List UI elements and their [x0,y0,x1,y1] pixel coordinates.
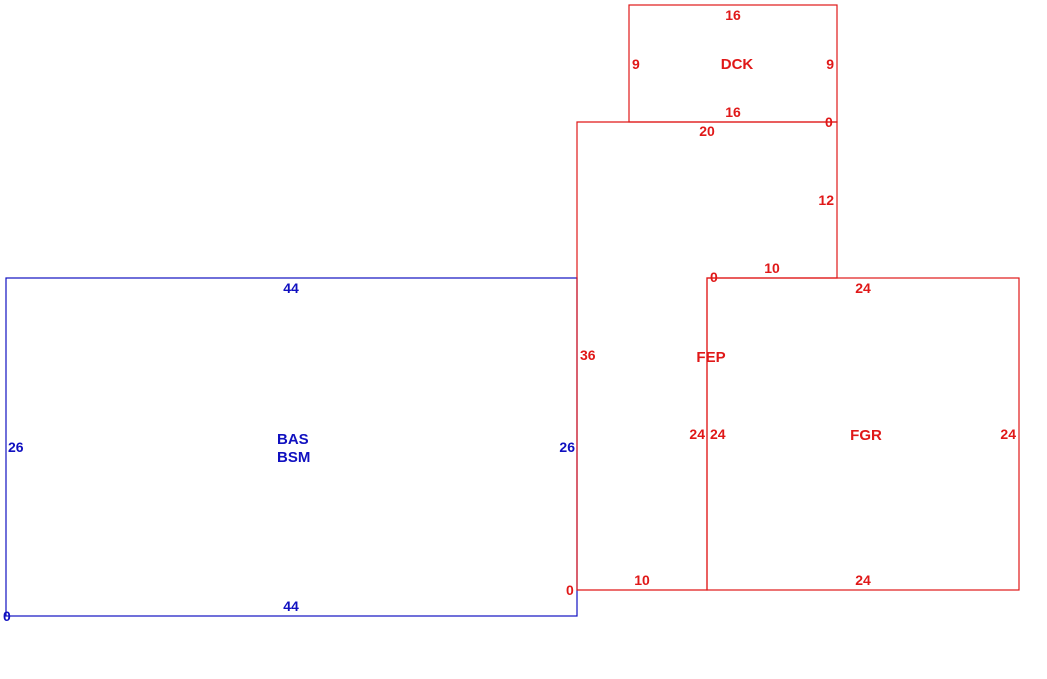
fgr-area-code: FGR [850,427,882,444]
fep-right-dimension: 12 [818,192,834,208]
bas-area-code: BAS [277,431,309,448]
fep-area-code: FEP [696,349,725,366]
fep-step-dimension: 10 [764,260,780,276]
fgr-left-dimension: 24 [710,426,726,442]
bas-right-dimension: 26 [559,439,575,455]
fgr-bottom-dimension: 24 [855,572,871,588]
bas-bottom-dimension: 44 [283,598,299,614]
fep-inner-dimension: 24 [689,426,705,442]
fep-corner-label: 0 [566,582,574,598]
fep-step-corner-label: 0 [710,269,718,285]
fep-area: 20 12 10 0 36 24 10 0 FEP [566,121,838,598]
dck-top-dimension: 16 [725,7,741,23]
fep-bottom-dimension: 10 [634,572,650,588]
bsm-area-code: BSM [277,449,310,466]
bas-left-dimension: 26 [8,439,24,455]
dck-left-dimension: 9 [632,56,640,72]
dck-area-code: DCK [721,56,754,73]
fgr-top-dimension: 24 [855,280,871,296]
fep-left-dimension: 36 [580,347,596,363]
dck-bottom-dimension: 16 [725,104,741,120]
dck-right-dimension: 9 [826,56,834,72]
bas-area: 44 44 26 26 0 BAS BSM [3,277,578,624]
fgr-area: 24 24 24 24 FGR [706,277,1020,591]
bas-corner-label: 0 [3,608,11,624]
bas-top-dimension: 44 [283,280,299,296]
dck-area: 16 16 9 9 0 DCK [628,4,838,130]
fep-top-dimension: 20 [699,123,715,139]
fgr-outline [706,277,1020,591]
fgr-right-dimension: 24 [1000,426,1016,442]
